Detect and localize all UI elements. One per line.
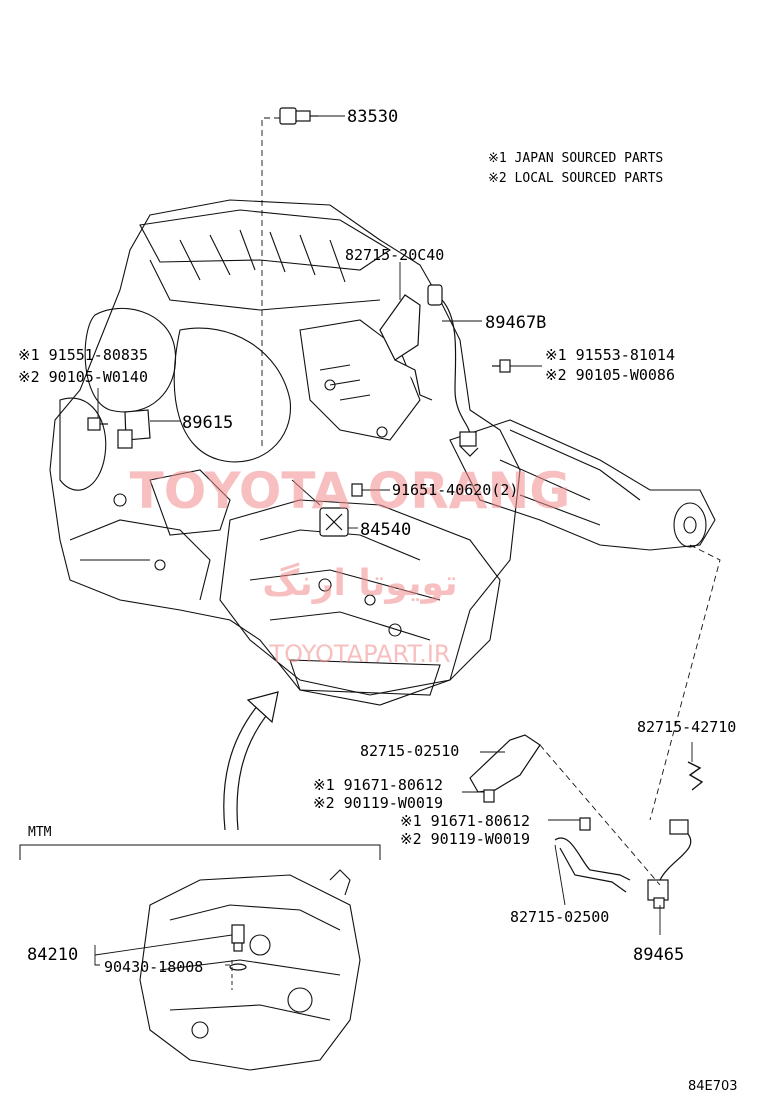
engine-illustration xyxy=(49,199,521,706)
label-89615[interactable]: 89615 xyxy=(182,413,233,433)
label-89467b[interactable]: 89467B xyxy=(485,313,546,333)
label-91651-40620[interactable]: 91651-40620(2) xyxy=(392,481,518,499)
bracket-82715-02510[interactable] xyxy=(469,734,541,793)
bolt-91671-80612-b[interactable] xyxy=(579,817,591,831)
exhaust-pipe xyxy=(449,419,716,551)
label-90119-w0019-b[interactable]: ※2 90119-W0019 xyxy=(400,830,530,848)
bolt-91553-81014[interactable] xyxy=(492,359,511,373)
backup-lamp-switch-84210[interactable] xyxy=(231,924,245,952)
label-83530[interactable]: 83530 xyxy=(347,107,398,127)
label-90105-w0140[interactable]: ※2 90105-W0140 xyxy=(18,368,148,386)
label-91551-80835[interactable]: ※1 91551-80835 xyxy=(18,346,148,364)
leader-lines xyxy=(94,115,721,990)
label-91671-80612-a[interactable]: ※1 91671-80612 xyxy=(313,776,443,794)
label-91671-80612-b[interactable]: ※1 91671-80612 xyxy=(400,812,530,830)
bracket-82715-20c40[interactable] xyxy=(379,294,433,401)
label-82715-20c40[interactable]: 82715-20C40 xyxy=(345,246,444,264)
label-82715-02500[interactable]: 82715-02500 xyxy=(510,908,609,926)
speed-sensor-84540[interactable] xyxy=(319,507,349,537)
transmission-illustration xyxy=(139,869,361,1071)
watermark-main: TOYOTA ORANG xyxy=(130,462,571,520)
direction-arrow xyxy=(223,691,279,831)
figure-code: 84E703 xyxy=(688,1079,738,1094)
oxygen-sensor-89467b[interactable] xyxy=(427,284,479,457)
label-84540[interactable]: 84540 xyxy=(360,520,411,540)
legend-japan: ※1 JAPAN SOURCED PARTS xyxy=(488,151,663,166)
watermark-site: TOYOTAPART.IR xyxy=(268,640,450,668)
mtm-bracket xyxy=(19,844,381,860)
bolt-91671-80612-a[interactable] xyxy=(483,789,495,803)
label-mtm: MTM xyxy=(28,825,52,840)
label-82715-42710[interactable]: 82715-42710 xyxy=(637,718,736,736)
label-84210[interactable]: 84210 xyxy=(27,945,78,965)
knock-sensor-89615[interactable] xyxy=(117,409,151,449)
oil-pressure-switch-83530[interactable] xyxy=(279,107,318,125)
bolt-91551-80835[interactable] xyxy=(87,417,108,431)
legend-local: ※2 LOCAL SOURCED PARTS xyxy=(488,171,663,186)
oxygen-sensor-89465[interactable] xyxy=(647,819,692,909)
label-90430-18008[interactable]: 90430-18008 xyxy=(104,958,203,976)
label-90105-w0086[interactable]: ※2 90105-W0086 xyxy=(545,366,675,384)
watermark-persian: تویوتا ارنگ xyxy=(262,562,457,604)
gasket-90430-18008[interactable] xyxy=(229,963,247,971)
bracket-82715-02500[interactable] xyxy=(554,837,631,893)
label-90119-w0019-a[interactable]: ※2 90119-W0019 xyxy=(313,794,443,812)
clip-82715-42710[interactable] xyxy=(687,761,704,791)
label-89465[interactable]: 89465 xyxy=(633,945,684,965)
label-91553-81014[interactable]: ※1 91553-81014 xyxy=(545,346,675,364)
label-82715-02510[interactable]: 82715-02510 xyxy=(360,742,459,760)
